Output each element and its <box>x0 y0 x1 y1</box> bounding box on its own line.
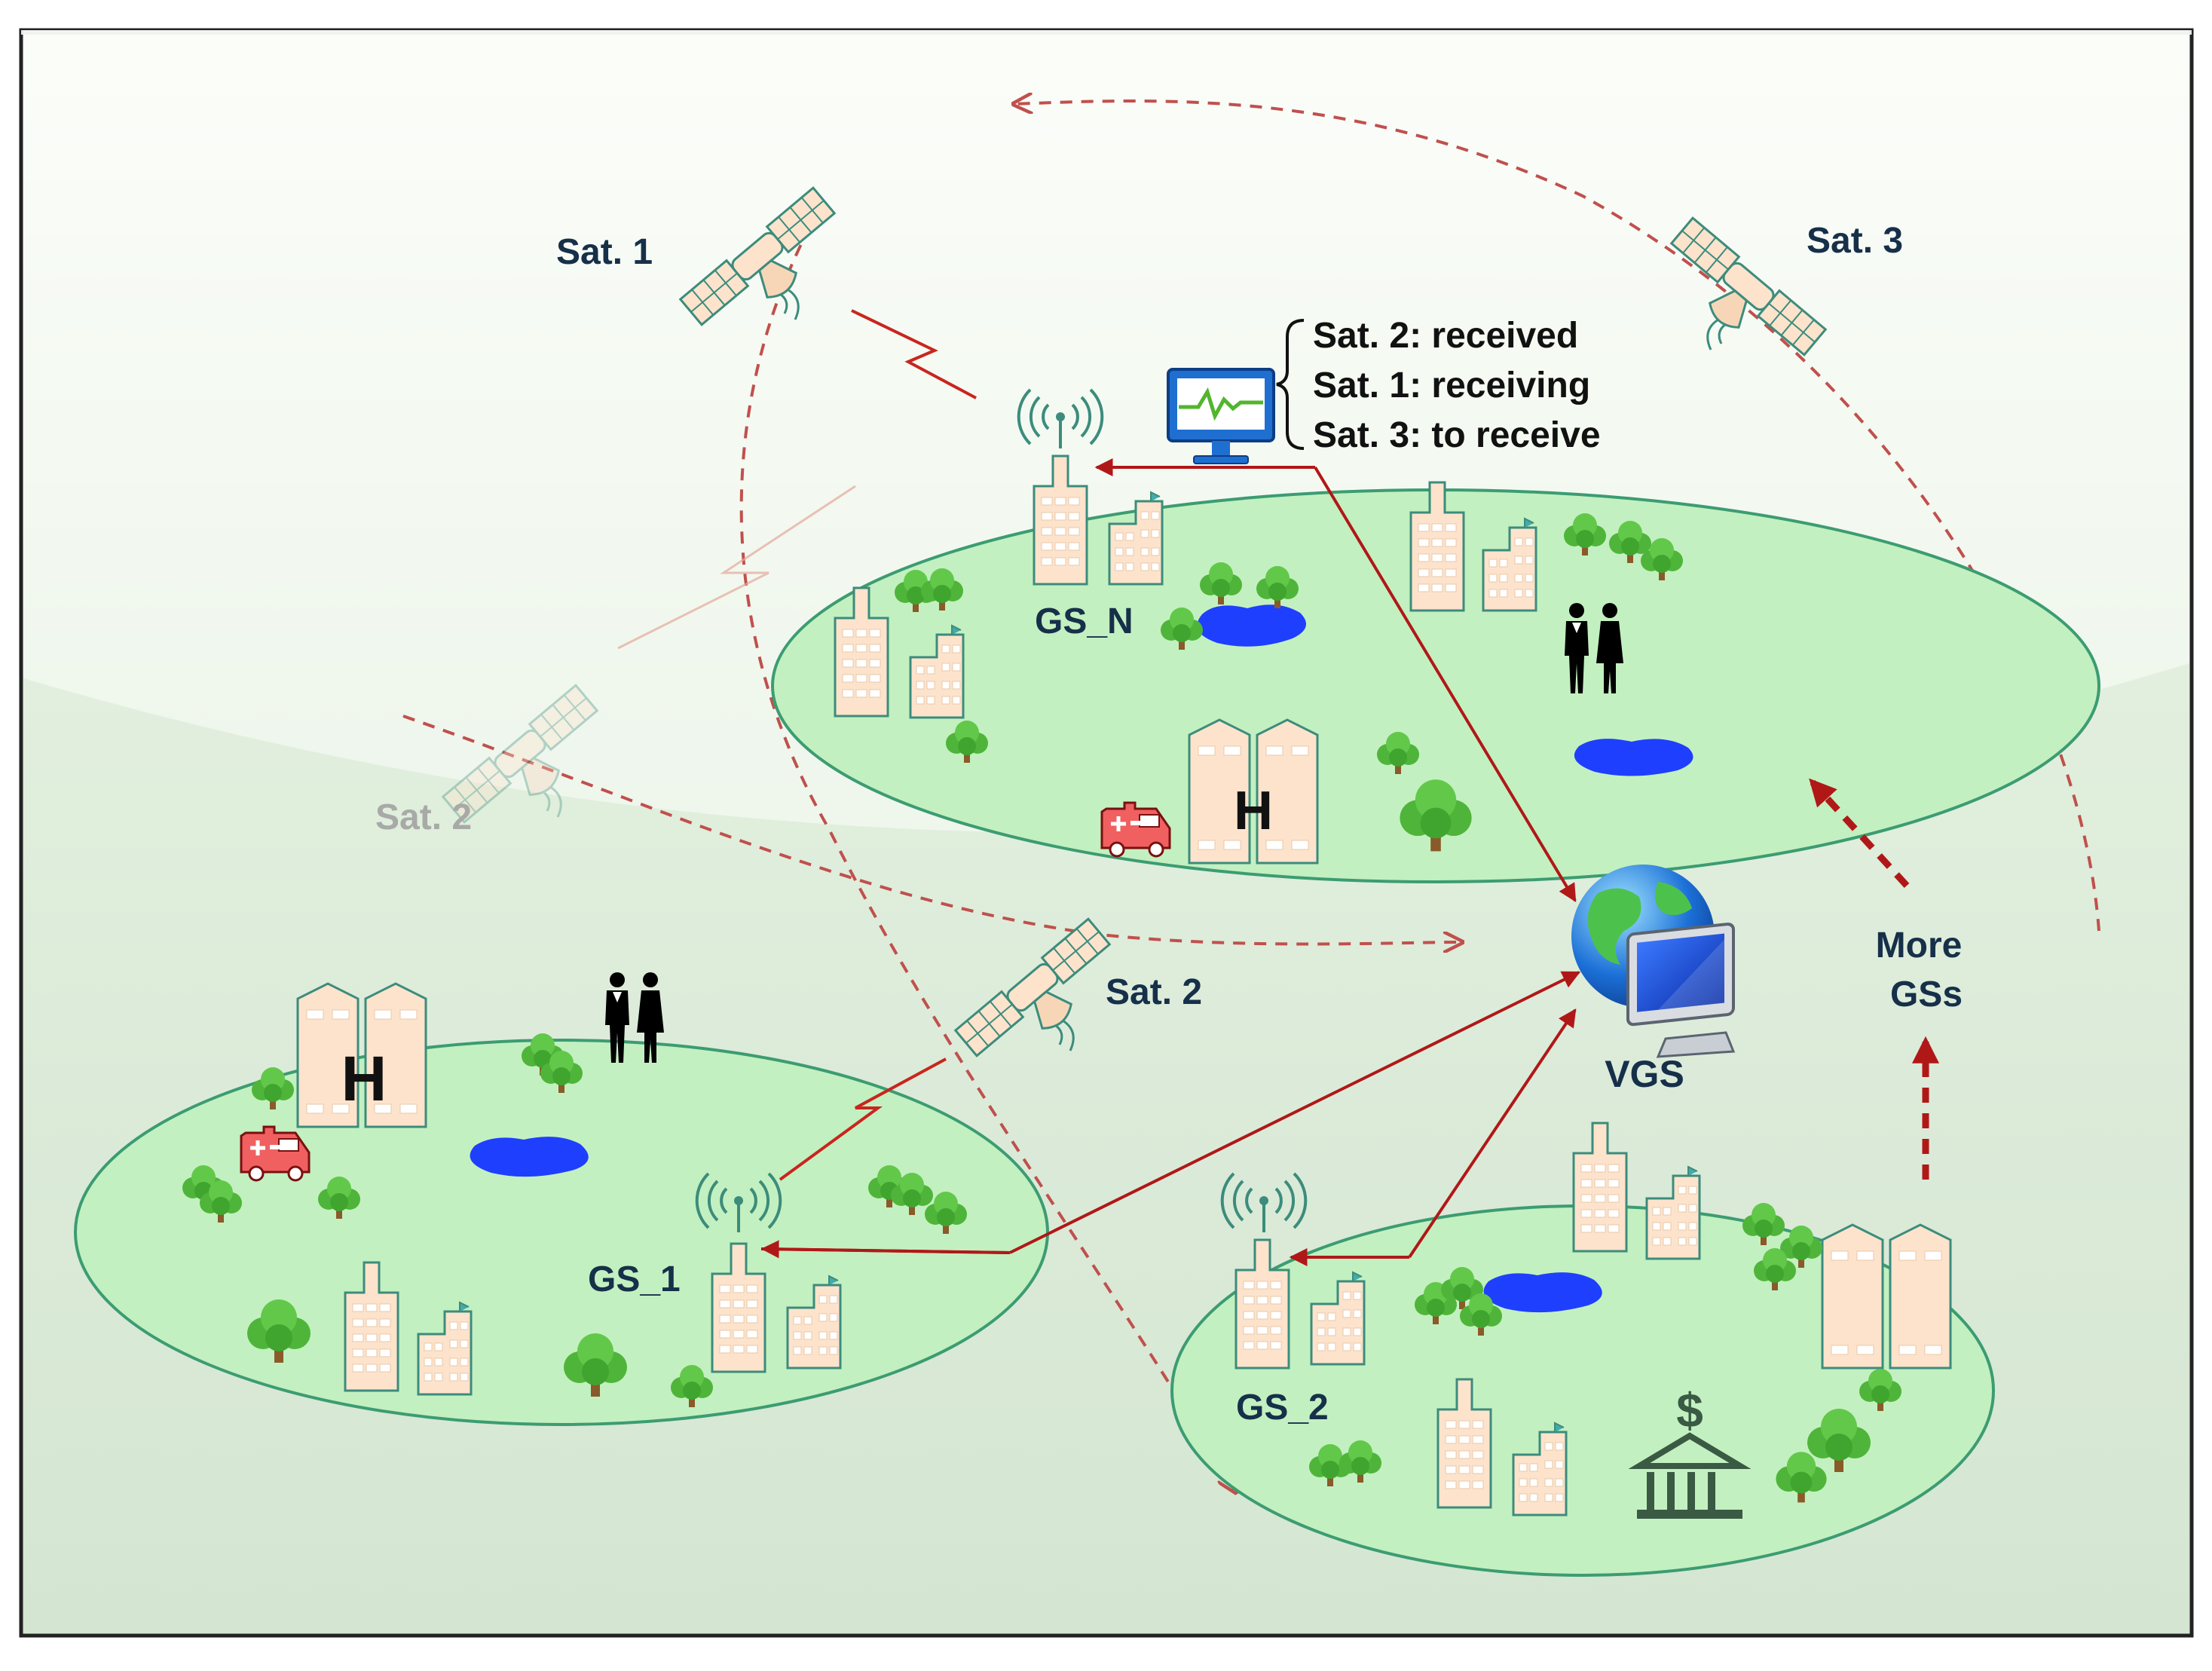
link-gs1-arrowhead <box>760 1240 1011 1259</box>
bank-sign: $ <box>1676 1383 1703 1437</box>
lake-icon <box>1197 604 1306 647</box>
lake-icon <box>1574 739 1693 776</box>
status-line: Sat. 2: received <box>1313 316 1578 356</box>
status-brace <box>1276 319 1305 450</box>
status-line: Sat. 1: receiving <box>1313 366 1590 406</box>
hospital-icon: H <box>1188 718 1319 865</box>
status-panel: Sat. 2: received Sat. 1: receiving Sat. … <box>1313 316 1601 455</box>
radio-link-faded <box>617 485 856 650</box>
globe-computer-icon <box>1571 865 1736 1058</box>
label-sat2: Sat. 2 <box>1106 972 1202 1012</box>
bank-icon: $ <box>1628 1383 1752 1519</box>
hospital-sign: H <box>1234 781 1273 841</box>
monitor-icon <box>1167 368 1275 464</box>
label-gs-2: GS_2 <box>1236 1388 1329 1428</box>
gs-n-scene: H <box>834 388 1693 865</box>
status-line: Sat. 3: to receive <box>1313 415 1601 455</box>
label-sat2-faded: Sat. 2 <box>375 797 472 837</box>
more-gss-arrow-diag <box>1809 778 1910 889</box>
hospital-sign: H <box>341 1043 387 1114</box>
label-sat1: Sat. 1 <box>556 232 653 272</box>
orbit-sat2 <box>402 715 1462 944</box>
lake-icon <box>470 1137 589 1177</box>
lake-icon <box>1483 1272 1602 1313</box>
label-gs-1: GS_1 <box>588 1259 681 1299</box>
link-monitor-to-vgs <box>1314 466 1577 903</box>
ground-area-gs-1 <box>74 1039 1049 1426</box>
label-gs-n: GS_N <box>1035 601 1134 641</box>
gs-2-scene: $ <box>1220 1122 1952 1519</box>
gs-1-scene: H <box>182 972 967 1407</box>
link-gs2-vgs <box>1408 1008 1577 1259</box>
label-more-gss-line1: More <box>1876 926 1963 966</box>
radio-link-sat1-gsn <box>851 309 977 399</box>
hospital-icon: H <box>296 982 427 1128</box>
label-sat3: Sat. 3 <box>1807 221 1903 261</box>
orbit-sat1 <box>739 225 1236 1492</box>
radio-link-sat2-gs1 <box>779 1057 947 1181</box>
label-more-gss-line2: GSs <box>1890 975 1963 1015</box>
label-vgs: VGS <box>1605 1053 1684 1095</box>
